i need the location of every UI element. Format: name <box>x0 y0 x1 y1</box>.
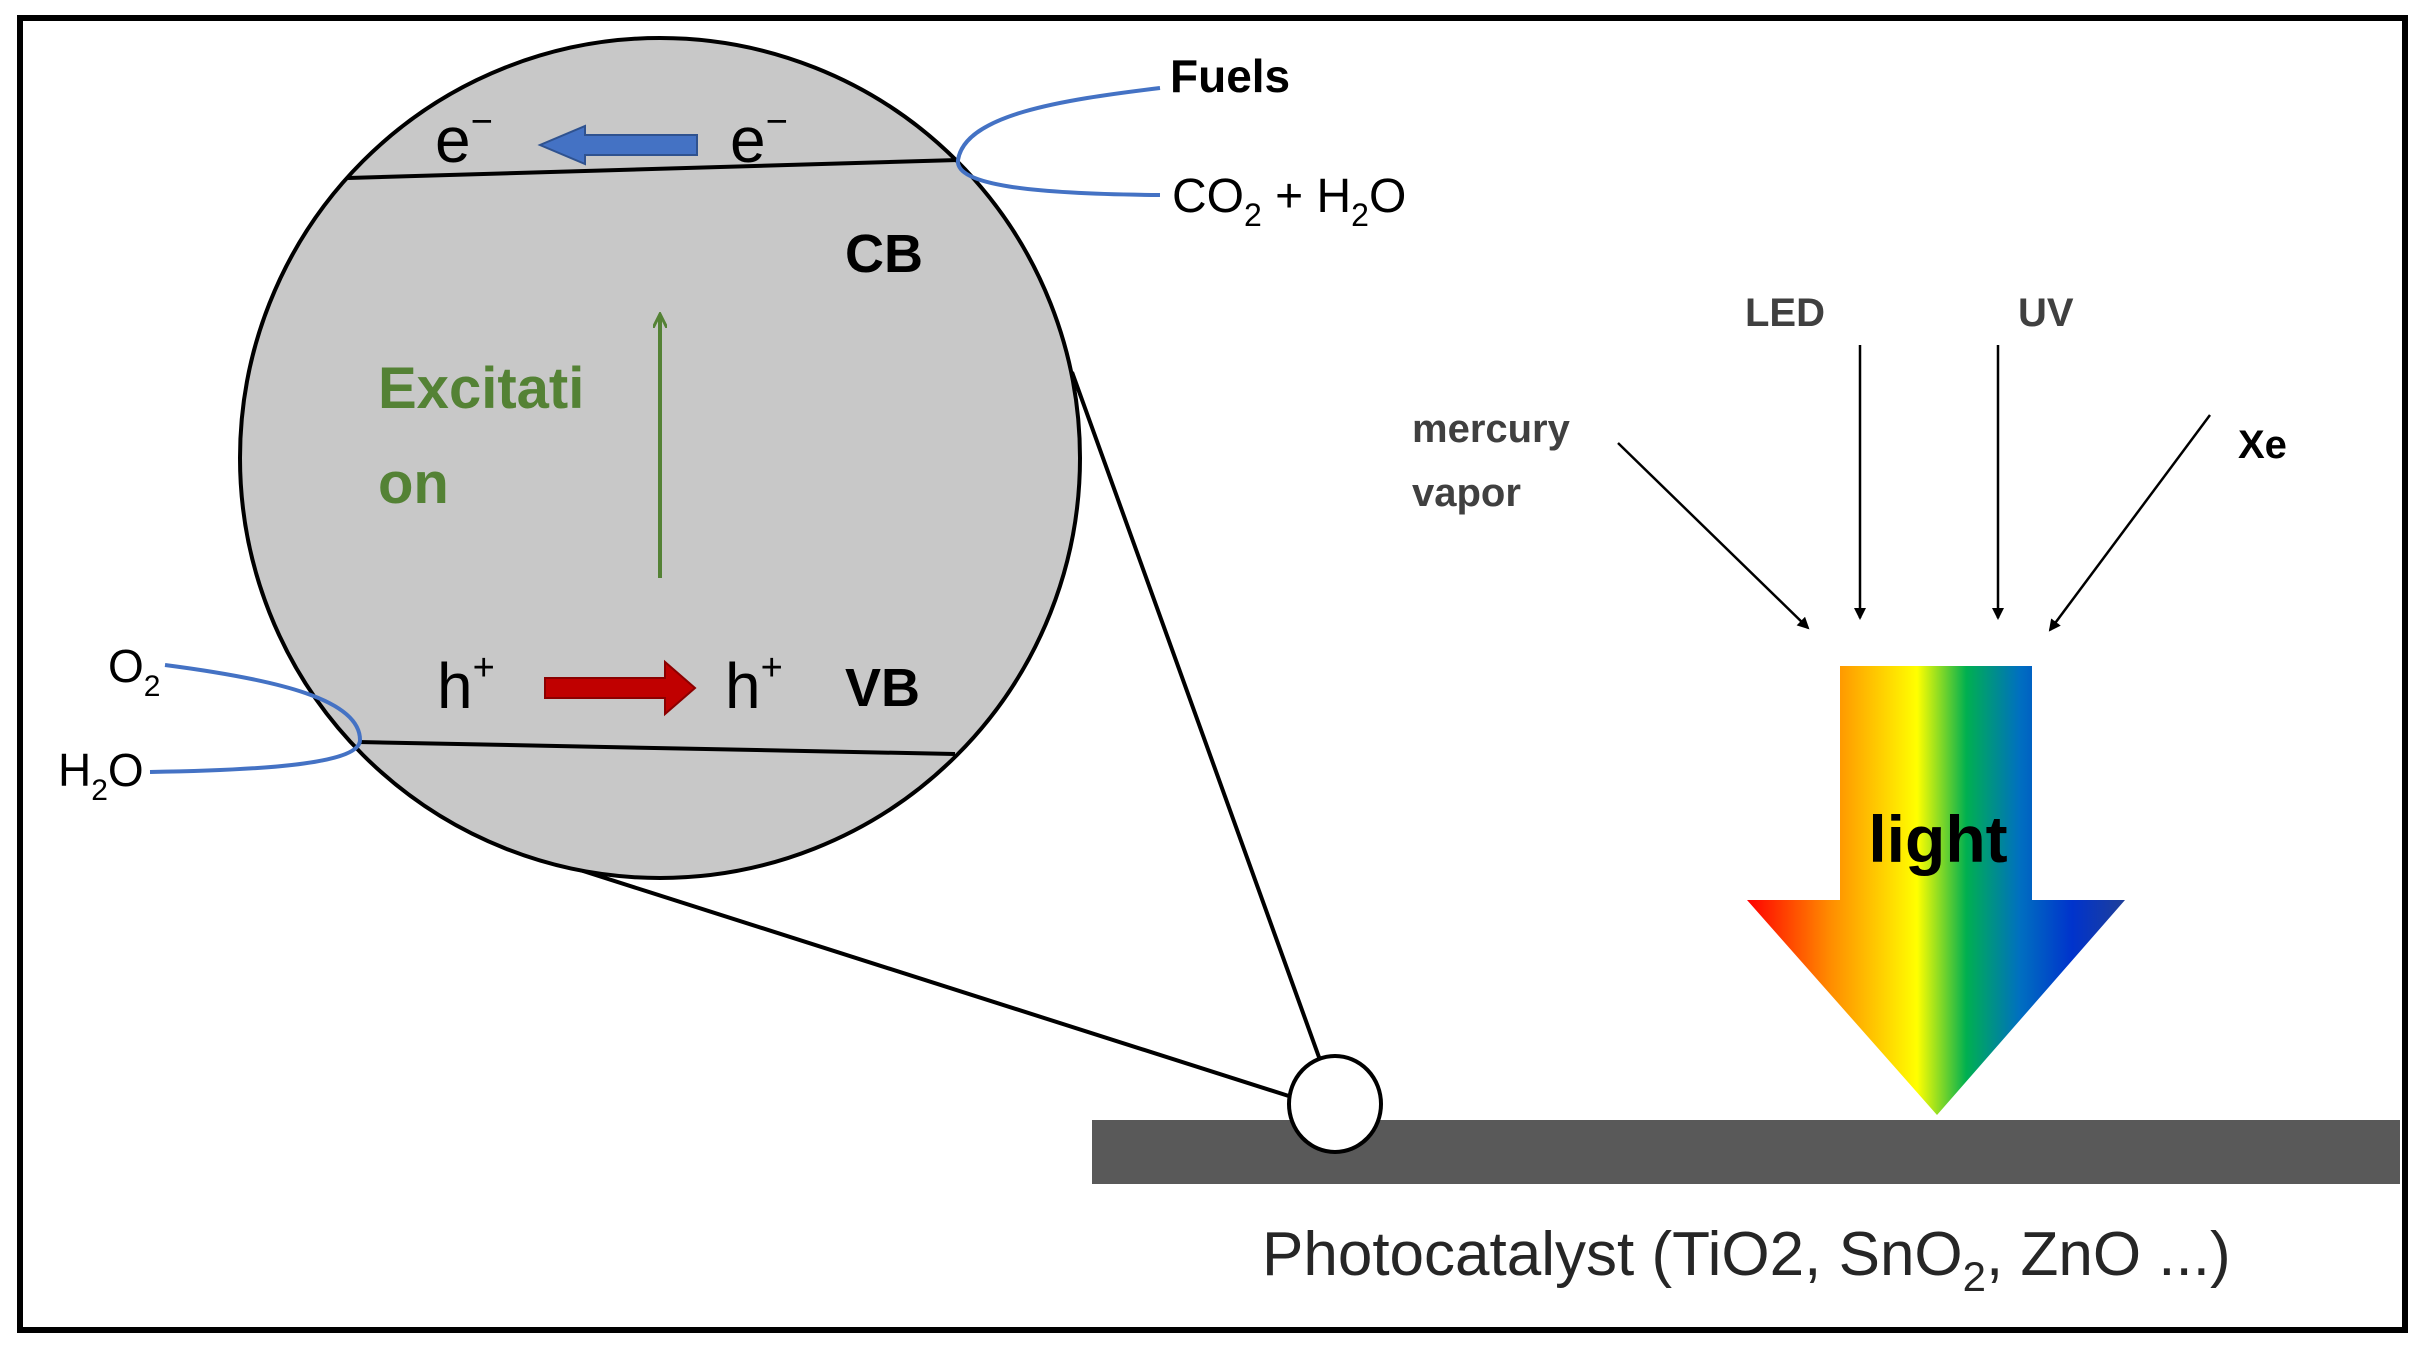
valence-band-edge <box>357 740 956 756</box>
xe-arrow <box>2048 414 2212 632</box>
photocatalyst-label: Photocatalyst (TiO2, SnO2, ZnO ...) <box>1262 1220 2231 1300</box>
mercury-vapor-label: mercury vapor <box>1412 407 1581 515</box>
hole-right-label: h+ <box>725 647 783 722</box>
zoom-line-upper <box>1070 371 1322 1061</box>
mercury-vapor-arrow <box>1617 442 1810 630</box>
electron-left-label: e− <box>435 101 493 176</box>
zoom-line-lower <box>579 868 1296 1100</box>
photocatalyst-substrate <box>1092 1120 2400 1184</box>
co2-h2o-label: CO2 + H2O <box>1172 170 1406 233</box>
reduction-curve <box>955 86 1161 197</box>
cb-label: CB <box>845 224 923 284</box>
hole-transfer-arrow <box>544 659 697 717</box>
light-arrow <box>1747 666 2125 1115</box>
conduction-band-edge <box>347 158 959 180</box>
oxidation-curve <box>149 663 363 774</box>
excitation-label: Excitati on <box>378 356 600 516</box>
hole-left-label: h+ <box>437 647 495 722</box>
led-label: LED <box>1745 291 1825 335</box>
zoom-origin-circle <box>1287 1054 1383 1154</box>
light-label: light <box>1868 802 2007 876</box>
vb-label: VB <box>845 658 920 718</box>
o2-label: O2 <box>108 640 160 703</box>
fuels-label: Fuels <box>1170 50 1290 102</box>
outer-frame <box>17 15 2408 1333</box>
electron-transfer-arrow <box>537 124 698 166</box>
h2o-label: H2O <box>58 744 144 807</box>
electron-right-label: e− <box>730 101 788 176</box>
xe-label: Xe <box>2238 423 2287 467</box>
uv-label: UV <box>2018 291 2074 335</box>
